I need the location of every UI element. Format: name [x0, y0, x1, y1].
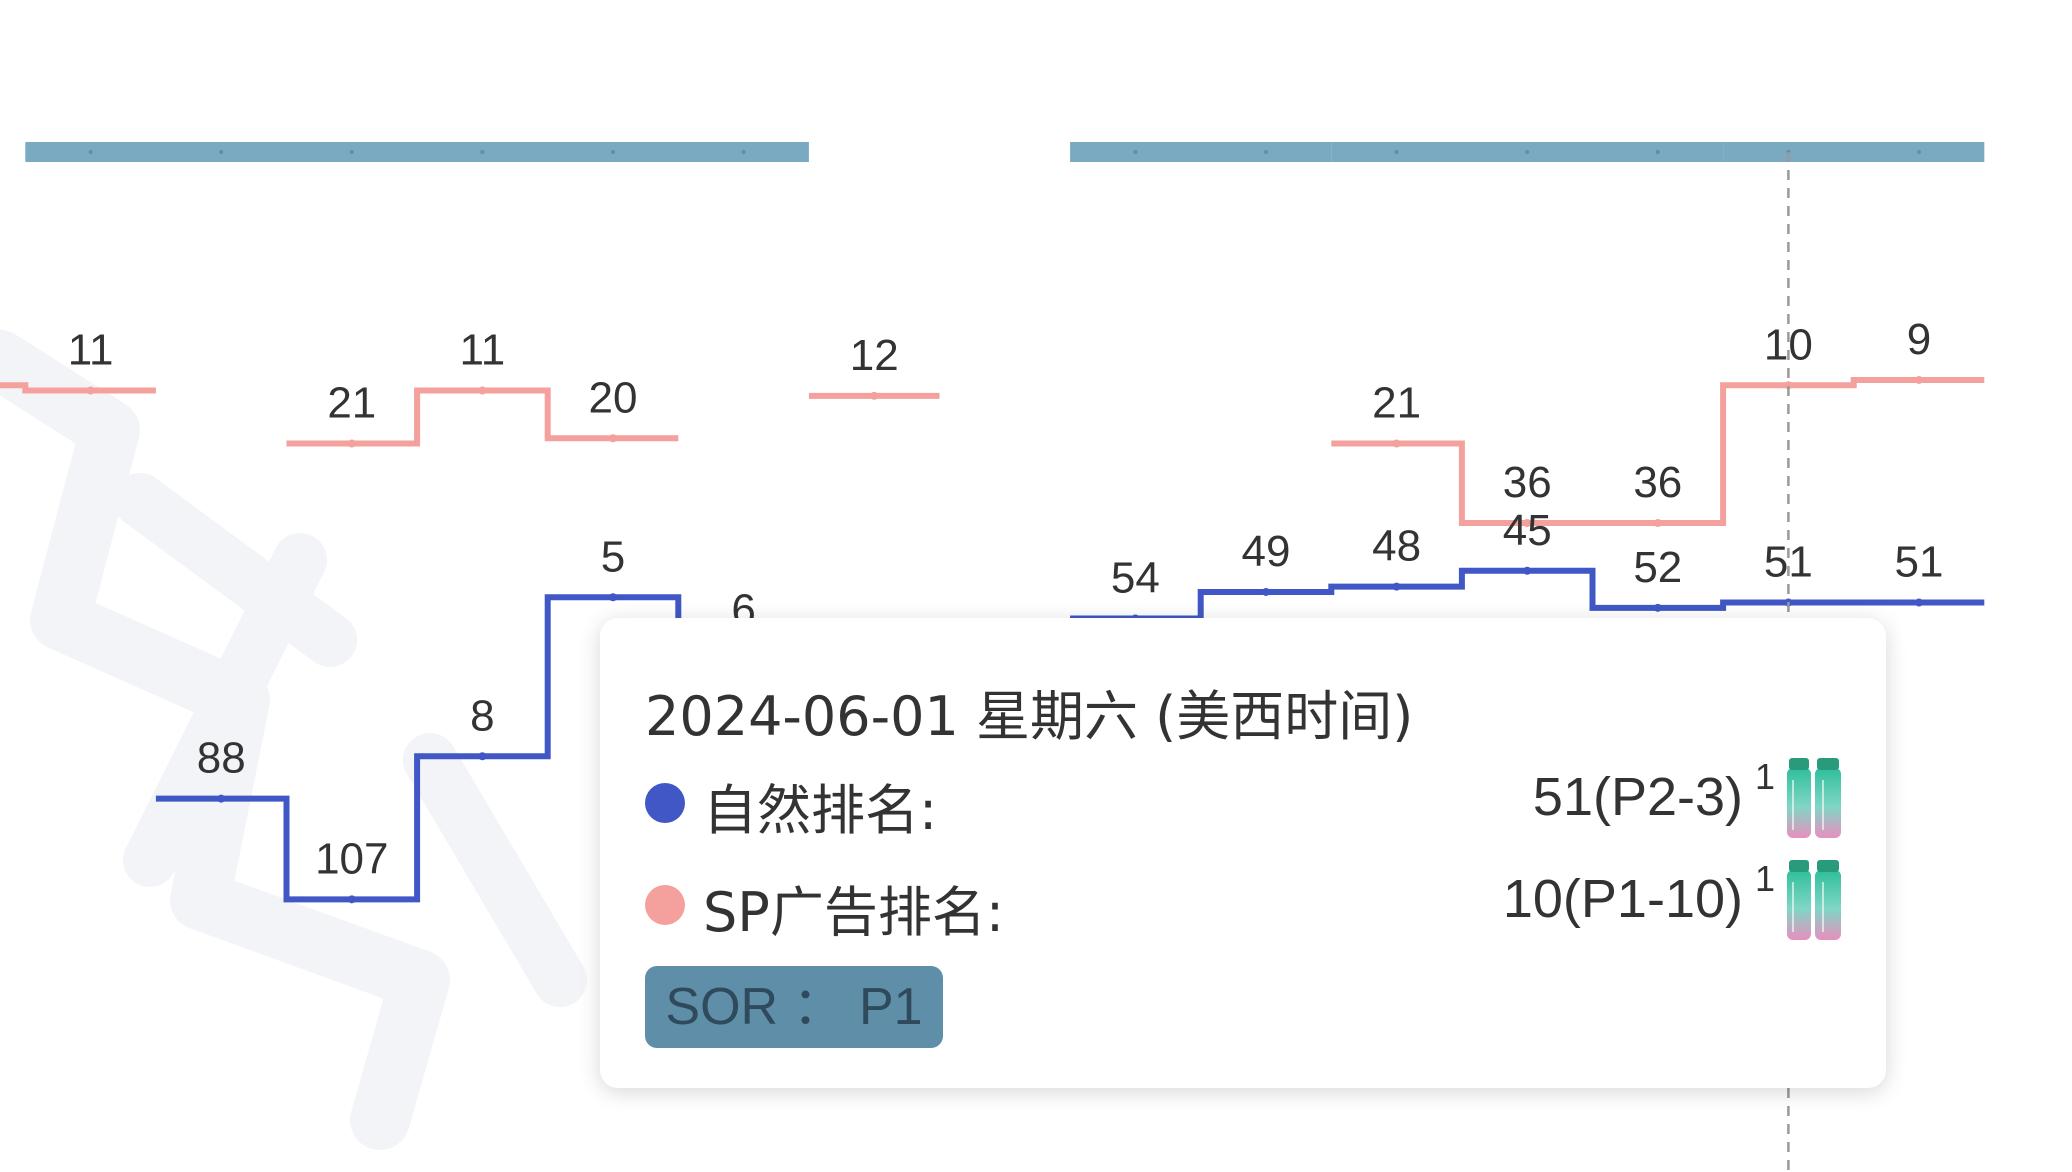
sp-ad-label: SP广告排名:	[703, 881, 1005, 944]
series-line-0	[1331, 376, 1985, 527]
sor-band-point	[1917, 150, 1921, 154]
sor-band-point	[88, 150, 93, 154]
sp-ad-sup: 1	[1754, 858, 1775, 899]
series-point-0	[1523, 519, 1532, 528]
series-point-0	[1653, 519, 1662, 528]
data-label-0: 12	[850, 331, 899, 380]
data-label-1: 49	[1242, 527, 1291, 576]
series-point-1	[1262, 587, 1270, 596]
series-point-1	[609, 593, 617, 602]
sor-band	[286, 142, 809, 162]
sor-band-point	[219, 150, 224, 154]
sp-ad-value: 10(P1-10)	[1502, 869, 1743, 929]
tooltip-title: 2024-06-01 星期六 (美西时间)	[645, 685, 1414, 748]
organic-label: 自然排名:	[703, 779, 938, 842]
data-label-0: 20	[589, 373, 638, 422]
data-label-1: 52	[1633, 543, 1682, 592]
series-point-1	[217, 794, 226, 803]
tooltip-row-organic: 自然排名: 51(P2-3) 1	[645, 756, 1845, 842]
data-label-1: 51	[1895, 538, 1944, 587]
sor-band-point	[1525, 150, 1530, 154]
sor-band	[1723, 142, 1985, 162]
series-point-1	[1915, 598, 1923, 607]
series-point-0	[609, 434, 617, 443]
sp-ad-dot	[645, 885, 685, 925]
sor-band	[25, 142, 287, 162]
series-points	[86, 375, 1923, 904]
series-point-0	[870, 391, 879, 400]
product-bottle-icon	[1787, 860, 1841, 940]
data-label-1: 5	[601, 532, 625, 581]
sor-bands	[25, 142, 1985, 162]
series-point-0	[86, 386, 95, 395]
sor-band-point	[611, 150, 615, 154]
series-point-1	[478, 752, 487, 761]
sor-band-point	[1655, 150, 1660, 154]
series-point-1	[1523, 566, 1532, 575]
tooltip-row-sp-ad: SP广告排名: 10(P1-10) 1	[645, 858, 1845, 944]
organic-value: 51(P2-3)	[1532, 767, 1743, 827]
series-point-0	[478, 386, 487, 395]
series-point-0	[347, 439, 356, 448]
watermark-stroke	[113, 473, 587, 1007]
data-label-0: 11	[68, 326, 114, 375]
data-label-0: 36	[1633, 458, 1682, 507]
data-label-0: 21	[1372, 379, 1421, 428]
organic-sup: 1	[1754, 756, 1775, 797]
data-label-1: 48	[1372, 522, 1421, 571]
tooltip: 2024-06-01 星期六 (美西时间) 自然排名: 51(P2-3) 1 S…	[600, 618, 1886, 1088]
sor-band-point	[741, 150, 746, 154]
sor-band-point	[1133, 150, 1138, 154]
product-bottle-icon	[1787, 758, 1841, 838]
data-label-0: 21	[327, 379, 376, 428]
data-label-1: 51	[1764, 538, 1813, 587]
series-labels: 1011211120122136361098810785654494845525…	[68, 315, 1944, 883]
data-label-0: 36	[1503, 458, 1552, 507]
series-lines	[0, 376, 1985, 903]
sor-band	[1070, 142, 1332, 162]
series-line-1	[1070, 567, 1985, 622]
series-point-1	[347, 895, 356, 904]
data-label-1: 8	[470, 691, 494, 740]
series-point-0	[1915, 375, 1923, 384]
data-label-1: 107	[315, 834, 388, 883]
series-point-0	[1392, 439, 1401, 448]
organic-dot	[645, 783, 685, 823]
series-point-1	[1392, 582, 1401, 591]
watermark	[0, 330, 587, 1150]
data-label-0: 11	[460, 326, 506, 375]
sor-band-point	[349, 150, 354, 154]
data-label-0: 9	[1907, 315, 1931, 364]
data-label-0: 10	[1764, 320, 1813, 369]
sor-band-point	[1394, 150, 1399, 154]
series-point-0	[1784, 381, 1793, 390]
data-label-1: 45	[1503, 506, 1552, 555]
series-point-1	[1653, 603, 1662, 612]
sor-badge: SOR ： P1	[645, 966, 943, 1048]
data-label-1: 88	[197, 734, 246, 783]
sor-band-point	[480, 150, 485, 154]
sor-band-point	[1264, 150, 1268, 154]
data-label-1: 54	[1111, 553, 1160, 602]
